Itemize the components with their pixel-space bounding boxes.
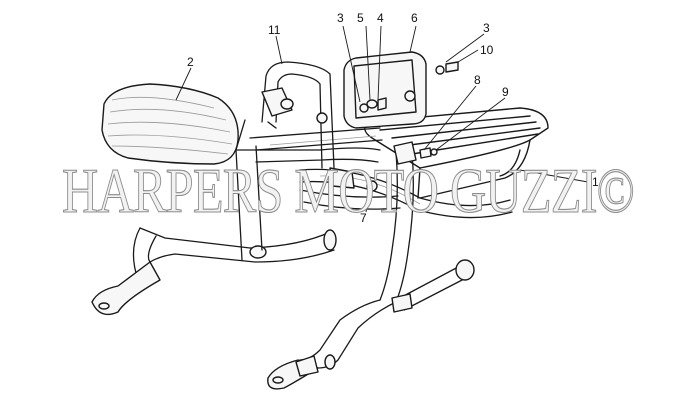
callout-6: 6	[411, 11, 418, 25]
backrest-bracket	[261, 61, 355, 189]
callout-labels: 1 2 3 3 4 5 6 7 8 9 10 11	[187, 11, 599, 225]
callout-5: 5	[357, 11, 364, 25]
callout-2: 2	[187, 55, 194, 69]
reflector-plate	[343, 51, 427, 129]
watermark-text: HARPERS MOTO GUZZI©	[62, 155, 634, 226]
callout-3-right: 3	[483, 21, 490, 35]
callout-1: 1	[592, 175, 599, 189]
callout-4: 4	[377, 11, 384, 25]
callout-9: 9	[502, 85, 509, 99]
backrest-pad	[101, 83, 239, 165]
callout-7: 7	[360, 211, 367, 225]
tubular-frame	[91, 119, 475, 390]
hardware	[359, 61, 459, 192]
callout-8: 8	[474, 73, 481, 87]
leader-lines	[175, 25, 589, 213]
callout-10: 10	[480, 43, 494, 57]
callout-3-left: 3	[337, 11, 344, 25]
callout-11: 11	[268, 23, 281, 37]
